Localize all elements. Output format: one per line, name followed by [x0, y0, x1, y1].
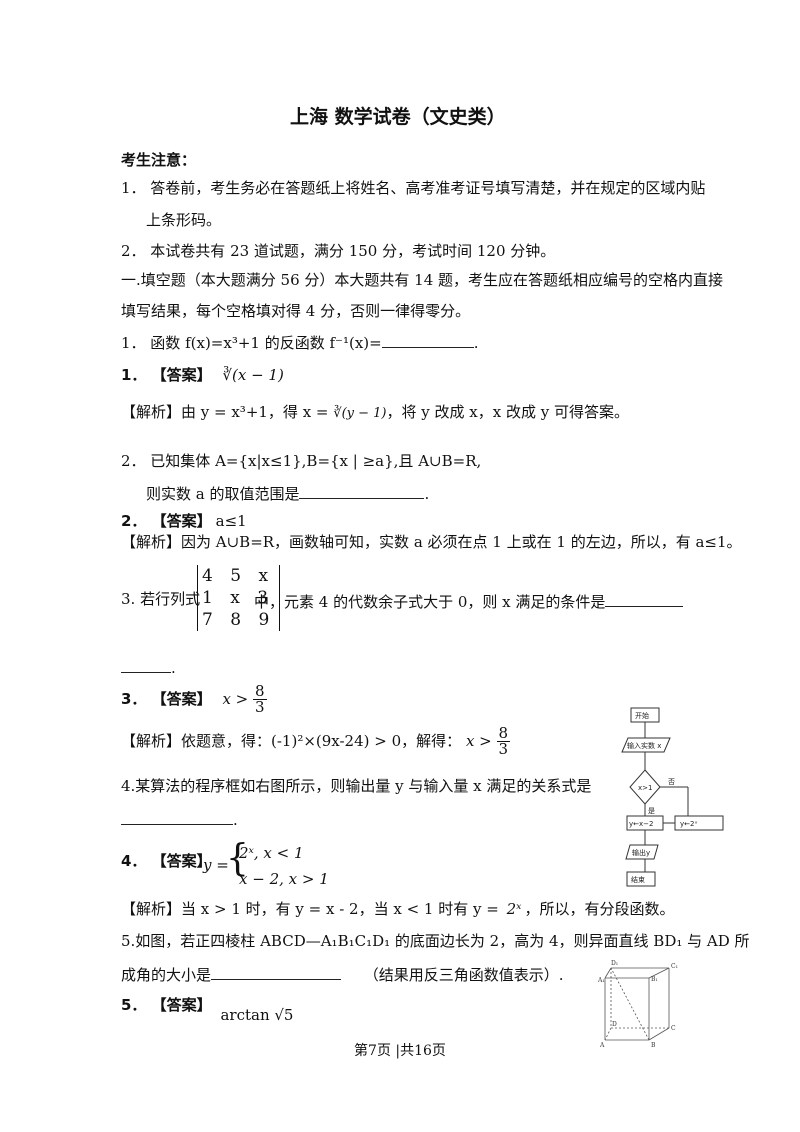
q3-answer-label: 3． 【答案】: [121, 690, 212, 708]
q4-answer-case-2: x − 2, x > 1: [239, 870, 329, 888]
q4-analysis: 【解析】当 x > 1 时，有 y = x - 2，当 x < 1 时有 y =…: [121, 902, 675, 917]
q4-answer: 4． 【答案】: [121, 854, 212, 869]
q3-analysis-text: 【解析】依题意，得：(-1)²×(9x-24) > 0，解得：: [121, 732, 462, 750]
notice-item-1-cont: 上条形码。: [146, 211, 222, 229]
q1-question-text: 1． 函数 f(x)=x³+1 的反函数 f⁻¹(x)=: [121, 334, 382, 352]
q4-answer-blank-line: .: [121, 810, 238, 828]
q5-prism-figure: D₁ C₁ A₁ B₁ D C A B: [597, 960, 678, 1048]
prism-label-b: B: [651, 1042, 656, 1048]
flow-input-label: 输入实数 x: [627, 741, 661, 750]
q5-question: 5.如图，若正四棱柱 ABCD—A₁B₁C₁D₁ 的底面边长为 2，高为 4，则…: [121, 932, 750, 950]
prism-label-c: C: [671, 1025, 676, 1032]
q3-answer-lhs: x >: [222, 690, 249, 708]
page-footer: 第7页 |共16页: [354, 1043, 446, 1059]
prism-label-d: D: [612, 1021, 617, 1028]
page-title: 上海 数学试卷（文史类）: [290, 106, 506, 128]
flow-input-box: [621, 737, 671, 753]
q3-answer-blank-2: [121, 658, 171, 673]
q4-answer-label: 4． 【答案】: [121, 852, 212, 870]
q3-matrix-row: 4 5 x: [202, 566, 275, 586]
q4-analysis-text: 【解析】当 x > 1 时，有 y = x - 2，当 x < 1 时有 y =: [121, 900, 499, 918]
q1-analysis-text: 【解析】由 y = x³+1，得 x =: [121, 403, 329, 421]
flow-right-assign-label: y←2ˣ: [680, 820, 698, 828]
q2-question-cont: 则实数 a 的取值范围是.: [146, 484, 430, 503]
q4-analysis-tail: ，所以，有分段函数。: [524, 900, 675, 918]
q4-flowchart: 开始 输入实数 x x>1 否 是 y←x−2 y←2ˣ 输出y 结束: [621, 707, 724, 887]
q1-analysis-expr: ∛(y − 1): [333, 406, 387, 421]
prism-edge: [648, 967, 670, 979]
q2-analysis: 【解析】因为 A∪B=R，画数轴可知，实数 a 必须在点 1 上或在 1 的左边…: [121, 533, 742, 551]
q3-matrix-row: 1 x 3: [202, 588, 275, 608]
q1-answer-value: ∛(x − 1): [222, 366, 284, 384]
q4-answer-case-1: 2ˣ, x < 1: [239, 844, 304, 862]
q1-answer: 1． 【答案】 ∛(x − 1): [121, 368, 284, 383]
q1-answer-blank: [381, 333, 474, 348]
prism-edge: [604, 967, 612, 979]
flow-cond-label: x>1: [638, 784, 652, 792]
q3-answer-denominator: 3: [255, 698, 265, 716]
q5-question-cont: 成角的大小是 （结果用反三角函数值表示）.: [121, 965, 564, 983]
q2-answer-blank: [299, 484, 425, 499]
section-heading-line2: 填写结果，每个空格填对得 4 分，否则一律得零分。: [121, 302, 471, 320]
q3-question-pre: 3. 若行列式: [121, 590, 201, 608]
q3-analysis-numerator: 8: [496, 724, 511, 742]
prism-hidden-edge: [604, 1027, 612, 1041]
flow-start-label: 开始: [635, 711, 649, 720]
q5-question-cont-text: 成角的大小是: [121, 966, 212, 984]
q1-answer-label: 1． 【答案】: [121, 366, 212, 384]
flow-end-label: 结束: [631, 875, 645, 884]
q3-answer-numerator: 8: [253, 682, 267, 700]
q3-answer-blank-cont: .: [121, 658, 176, 676]
flow-output-label: 输出y: [632, 848, 650, 857]
flow-no-label: 否: [668, 778, 675, 786]
q3-matrix-row: 7 8 9: [202, 610, 276, 630]
q4-answer-brace: {: [226, 836, 249, 880]
prism-label-c1: C₁: [671, 963, 678, 970]
section-heading-line1: 一.填空题（本大题满分 56 分）本大题共有 14 题，考生应在答题纸相应编号的…: [121, 271, 724, 289]
q2-question: 2． 已知集体 A={x|x≤1},B={x | ≥a},且 A∪B=R,: [121, 452, 482, 470]
q5-answer: 5． 【答案】 arctan √5: [121, 996, 293, 1023]
q1-analysis-tail: ，将 y 改成 x，x 改成 y 可得答案。: [386, 403, 629, 421]
q4-question: 4.某算法的程序框如右图所示，则输出量 y 与输入量 x 满足的关系式是: [121, 777, 592, 795]
notice-item-2: 2． 本试卷共有 23 道试题，满分 150 分，考试时间 120 分钟。: [121, 242, 556, 260]
q4-answer-blank: [121, 810, 233, 825]
q2-answer-label: 2． 【答案】: [121, 512, 212, 530]
q3-analysis-lhs: x >: [465, 732, 492, 750]
q3-answer: 3． 【答案】 x > 8 3: [121, 684, 267, 715]
flow-end-box: [626, 871, 656, 887]
q5-answer-value: arctan √5: [220, 1006, 294, 1024]
q3-answer-blank: [605, 592, 684, 607]
prism-label-a: A: [599, 1042, 605, 1048]
q3-analysis-denominator: 3: [498, 740, 509, 758]
q2-answer-value: a≤1: [215, 512, 247, 530]
prism-edge: [648, 1027, 670, 1041]
q3-determinant: 4 5 x 1 x 3 7 8 9: [197, 565, 281, 631]
q3-answer-fraction: 8 3: [253, 684, 267, 715]
q4-analysis-expr: 2ˣ: [506, 900, 522, 918]
prism-label-d1: D₁: [611, 960, 618, 967]
prism-diagonal: [610, 967, 650, 1041]
q5-answer-label: 5． 【答案】: [121, 996, 212, 1014]
notice-heading: 考生注意：: [121, 151, 197, 169]
q5-question-note: （结果用反三角函数值表示）.: [363, 966, 564, 984]
q3-analysis-fraction: 8 3: [496, 724, 511, 758]
q2-answer: 2． 【答案】a≤1: [121, 514, 247, 529]
q1-question: 1． 函数 f(x)=x³+1 的反函数 f⁻¹(x)=.: [121, 333, 479, 352]
q3-question-post-text: 中，元素 4 的代数余子式大于 0，则 x 满足的条件是: [254, 593, 606, 611]
flow-left-assign-label: y←x−2: [629, 820, 653, 828]
prism-label-a1: A₁: [597, 977, 605, 984]
q3-question-post: 中，元素 4 的代数余子式大于 0，则 x 满足的条件是: [254, 592, 684, 611]
q2-question-cont-text: 则实数 a 的取值范围是: [146, 485, 300, 503]
q4-answer-y: y =: [203, 856, 229, 874]
prism-label-b1: B₁: [651, 976, 658, 983]
q5-answer-blank: [211, 965, 342, 980]
q3-analysis: 【解析】依题意，得：(-1)²×(9x-24) > 0，解得： x > 8 3: [121, 724, 511, 758]
notice-item-1: 1． 答卷前，考生务必在答题纸上将姓名、高考准考证号填写清楚，并在规定的区域内贴: [121, 179, 706, 197]
q1-analysis: 【解析】由 y = x³+1，得 x = ∛(y − 1)，将 y 改成 x，x…: [121, 403, 629, 421]
flow-yes-label: 是: [648, 807, 655, 815]
flow-output-box: [625, 844, 659, 860]
